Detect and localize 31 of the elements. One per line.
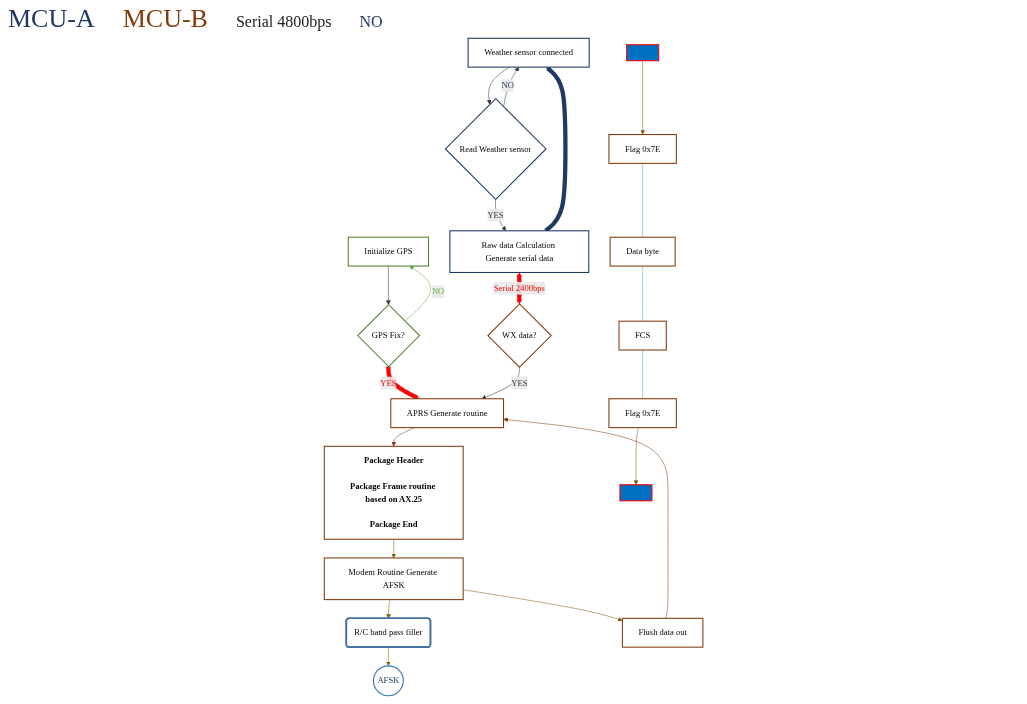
node-box: Weather sensor connected <box>467 37 590 68</box>
column-heading: MCU-B <box>122 4 208 34</box>
connector <box>642 163 643 238</box>
node-box: Flush data out <box>621 617 704 648</box>
connector <box>642 349 643 399</box>
edge-label: Serial 2400bps <box>493 283 545 293</box>
node-diamond: GPS Fix? <box>356 303 421 368</box>
node-box: Flag 0x7E <box>608 398 677 429</box>
node-diamond: Read Weather sensor <box>444 97 547 201</box>
connector <box>642 265 643 322</box>
node-box: FCS <box>618 320 667 351</box>
node-box: Package Header Package Frame routine based on AX.25 Package End <box>323 445 464 540</box>
node-box: Raw data Calculation Generate serial data <box>449 230 590 273</box>
node-box <box>626 44 660 62</box>
node-box: Modem Routine Generate AFSK <box>323 557 464 601</box>
edge-label: NO <box>501 80 514 90</box>
column-heading: MCU-A <box>8 4 95 34</box>
node-box: APRS Generate routine <box>390 398 504 429</box>
edge-label: NO <box>431 286 445 296</box>
edge-label: YES <box>511 378 528 388</box>
edge-label: YES <box>380 378 397 388</box>
node-box <box>619 484 653 502</box>
node-box: Initialize GPS <box>347 236 429 267</box>
node-box: Data byte <box>609 236 676 267</box>
node-box: Flag 0x7E <box>608 134 677 164</box>
node-diamond: WX data? <box>487 303 552 368</box>
note-text: NO <box>359 13 383 31</box>
node-circle: AFSK <box>372 665 404 697</box>
edge-label: YES <box>487 210 504 220</box>
note-text: Serial 4800bps <box>235 13 332 31</box>
arrow <box>386 366 420 400</box>
